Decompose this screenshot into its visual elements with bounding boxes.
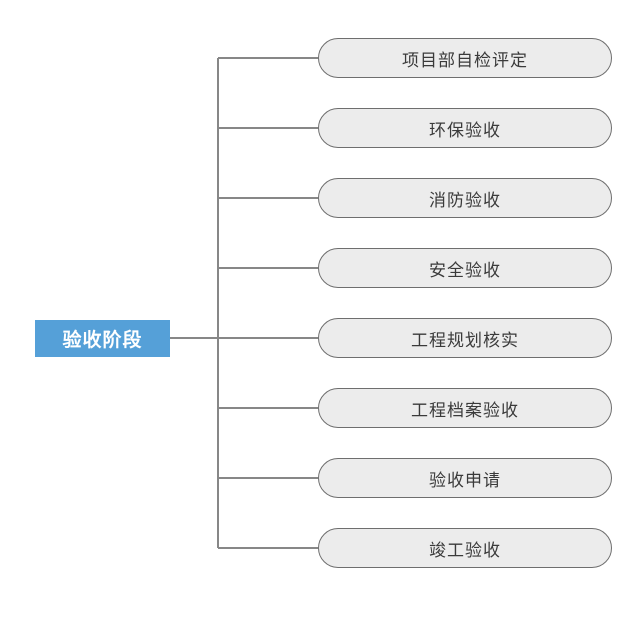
node-completion-acceptance[interactable]: 竣工验收	[318, 528, 612, 568]
node-label: 项目部自检评定	[402, 50, 528, 70]
node-label: 安全验收	[429, 260, 501, 280]
node-label: 工程档案验收	[411, 400, 519, 420]
node-label: 消防验收	[429, 190, 501, 210]
root-node-acceptance-stage[interactable]: 验收阶段	[35, 320, 170, 357]
node-safety-acceptance[interactable]: 安全验收	[318, 248, 612, 288]
node-label: 竣工验收	[429, 540, 501, 560]
node-engineering-archives-acceptance[interactable]: 工程档案验收	[318, 388, 612, 428]
node-acceptance-application[interactable]: 验收申请	[318, 458, 612, 498]
node-environmental-acceptance[interactable]: 环保验收	[318, 108, 612, 148]
node-label: 工程规划核实	[411, 330, 519, 350]
node-label: 验收申请	[429, 470, 501, 490]
node-engineering-planning-verification[interactable]: 工程规划核实	[318, 318, 612, 358]
node-project-dept-self-inspection[interactable]: 项目部自检评定	[318, 38, 612, 78]
node-label: 环保验收	[429, 120, 501, 140]
node-fire-safety-acceptance[interactable]: 消防验收	[318, 178, 612, 218]
root-node-label: 验收阶段	[62, 330, 143, 351]
